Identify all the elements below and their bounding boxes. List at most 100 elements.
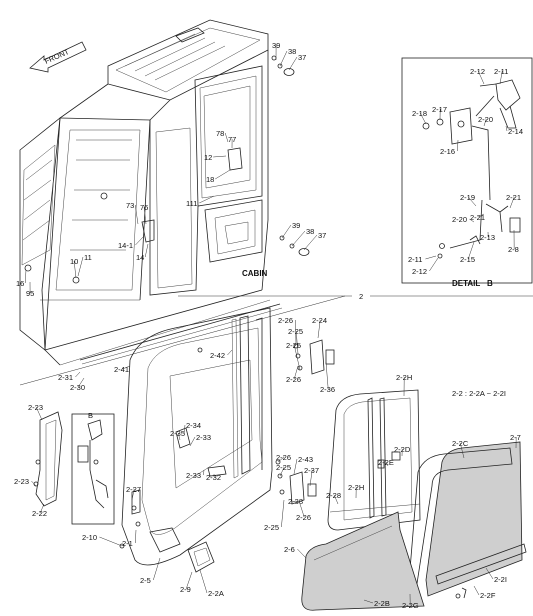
leader-line: [77, 377, 85, 388]
detail-label-prefix: DETAIL: [452, 279, 480, 288]
door-frame-drawing: [119, 307, 335, 573]
inset-letter: B: [88, 411, 93, 420]
part-label: 2-7: [510, 433, 521, 442]
part-label: 2-10: [82, 533, 97, 542]
leader-line: [457, 139, 459, 152]
leader-line: [419, 112, 427, 125]
window-2-2a-drawing: [327, 389, 421, 531]
part-label: 2-21: [470, 213, 485, 222]
leader-line: [499, 70, 503, 85]
part-label: 37: [298, 53, 306, 62]
leader-line: [75, 371, 81, 378]
leader-line: [135, 529, 137, 544]
leader-line: [385, 461, 389, 467]
leader-line: [293, 344, 301, 371]
leader-line: [293, 365, 299, 380]
part-label: 2-26: [286, 375, 301, 384]
part-label: 37: [318, 231, 326, 240]
leader-line: [291, 500, 297, 503]
leader-line: [279, 50, 288, 67]
leader-line: [303, 234, 318, 251]
leader-line: [467, 241, 475, 260]
detail-label-letter: B: [487, 279, 493, 288]
leader-line: [35, 406, 43, 421]
glass-panel-2-2c: [407, 441, 527, 599]
part-label: 2-24: [312, 316, 327, 325]
cabin-frame-drawing: [19, 19, 310, 366]
leader-line: [215, 169, 231, 180]
part-label: 2-11: [494, 67, 508, 76]
part-label: 2-2E: [378, 458, 394, 467]
part-label: 2-26: [278, 316, 293, 325]
leader-line: [469, 218, 475, 223]
leader-line: [478, 213, 485, 218]
leader-line: [153, 557, 161, 581]
part-label: 2-27: [126, 485, 141, 494]
part-label: 11: [84, 253, 92, 262]
part-label: 2-23: [14, 477, 29, 486]
leader-line: [183, 424, 186, 435]
front-arrow-icon: FRONT: [29, 41, 87, 73]
leader-line: [279, 466, 285, 477]
detail-b-panel: DETAIL B: [401, 57, 533, 288]
part-label: 2-25: [286, 341, 301, 350]
leader-line: [477, 70, 485, 85]
leader-line: [277, 456, 285, 463]
leader-line: [134, 204, 139, 225]
part-label: 2-11: [408, 255, 422, 264]
part-label: 14: [136, 253, 144, 262]
leader-line: [281, 224, 292, 239]
part-label: 2-20: [452, 215, 467, 224]
leader-line: [459, 442, 465, 459]
leader-line: [429, 257, 439, 272]
leader-line: [213, 155, 227, 158]
leader-line: [31, 480, 37, 487]
leader-line: [473, 585, 480, 596]
leader-line: [483, 118, 487, 127]
leader-line: [309, 469, 313, 487]
leader-line: [144, 243, 149, 258]
leader-line: [131, 488, 135, 501]
section-callout: 2: [359, 292, 363, 301]
part-label: 2-8: [508, 245, 519, 254]
part-label: 2-19: [460, 193, 475, 202]
leader-line: [295, 319, 297, 345]
leader-line: [122, 365, 131, 370]
leader-line: [281, 499, 285, 528]
leader-line: [505, 125, 508, 132]
part-label: 2-22: [32, 509, 47, 518]
part-label: 2-9: [180, 585, 191, 594]
part-label: 78: [216, 129, 224, 138]
leader-line: [77, 256, 84, 277]
leader-line: [203, 469, 205, 476]
part-label: 2-17: [432, 105, 447, 114]
cabin-label: CABIN: [242, 269, 268, 278]
leader-line: [468, 196, 477, 207]
part-label: 2-38: [288, 497, 303, 506]
part-label: 2-41: [114, 365, 129, 374]
glass-panel-2-6: [301, 511, 425, 611]
part-label: 2-23: [28, 403, 43, 412]
leader-line: [293, 458, 298, 475]
leader-line: [333, 494, 339, 505]
part-label: 2-42: [210, 351, 225, 360]
leader-line: [227, 349, 233, 356]
leader-line: [295, 330, 299, 355]
part-label: 2-2A: [208, 589, 224, 598]
leader-line: [363, 599, 374, 604]
part-label: 38: [306, 227, 314, 236]
leader-line: [39, 503, 45, 514]
leader-line: [177, 432, 181, 441]
part-label: 2-28: [326, 491, 341, 500]
part-label: 2-2B: [374, 599, 390, 608]
part-label: 2-31: [58, 373, 73, 382]
leader-line: [325, 361, 329, 390]
part-label: 2-2F: [480, 591, 496, 600]
part-label: 18: [206, 175, 214, 184]
part-label: 38: [288, 47, 296, 56]
part-label: 2-25: [264, 523, 279, 532]
part-label: 2-16: [440, 147, 455, 156]
part-label: 2-2I: [494, 575, 507, 584]
part-label: 2-33: [186, 471, 201, 480]
